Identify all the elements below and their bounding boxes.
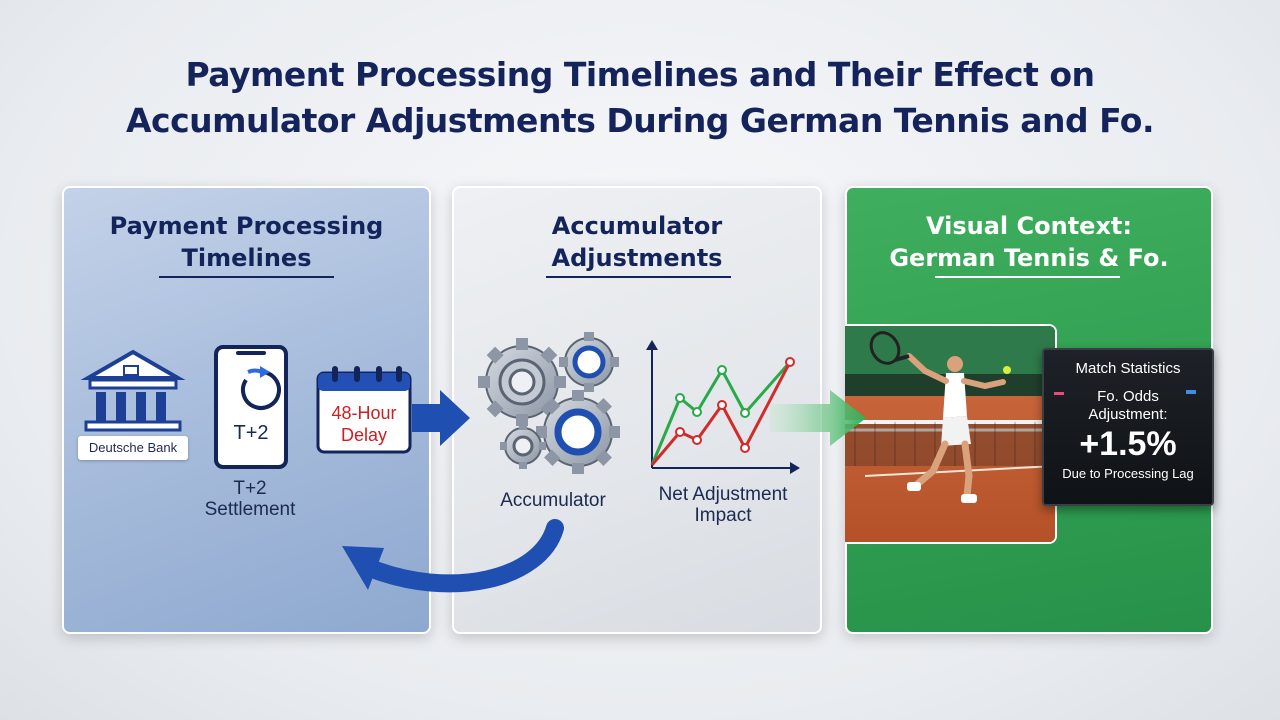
context-title-line2: German Tennis & Fo. [889, 244, 1169, 272]
page-title-line1: Payment Processing Timelines and Their E… [185, 55, 1095, 94]
accumulator-title-line2: Adjustments [551, 244, 723, 272]
net-adjustment-line1: Net Adjustment [658, 484, 788, 505]
context-title-line1: Visual Context: [925, 212, 1132, 240]
accumulator-title-underline [546, 276, 731, 278]
payment-panel-title: Payment Processing Timelines [64, 210, 429, 274]
payment-title-line1: Payment Processing [109, 212, 384, 240]
accumulator-title-line1: Accumulator [551, 212, 723, 240]
settlement-label: T+2 Settlement [200, 478, 300, 520]
bank-label: Deutsche Bank [78, 436, 188, 460]
payment-title-underline [159, 276, 334, 278]
stats-line2: Adjustment: [1088, 406, 1168, 423]
payment-title-line2: Timelines [181, 244, 312, 272]
accumulator-label: Accumulator [500, 490, 606, 511]
calendar-line2: Delay [340, 425, 388, 445]
context-title-underline [935, 276, 1120, 278]
stats-footer: Due to Processing Lag [1062, 466, 1194, 481]
stats-header: Match Statistics [1075, 360, 1181, 377]
stats-value: +1.5% [1079, 425, 1177, 463]
match-statistics-board: Match Statistics Fo. Odds Adjustment: +1… [1042, 348, 1214, 506]
accumulator-panel: Accumulator Adjustments [452, 186, 822, 634]
net-adjustment-label: Net Adjustment Impact [648, 484, 798, 526]
tennis-player-photo [845, 324, 1057, 544]
stats-line1: Fo. Odds [1097, 388, 1159, 405]
calendar-text: 48-Hour Delay [321, 402, 407, 446]
settlement-line2: Settlement [204, 499, 296, 520]
page-title-line2: Accumulator Adjustments During German Te… [125, 101, 1155, 140]
net-adjustment-line2: Impact [694, 505, 752, 526]
page-title: Payment Processing Timelines and Their E… [0, 52, 1280, 144]
context-panel-title: Visual Context: German Tennis & Fo. [847, 210, 1211, 274]
phone-text: T+2 [233, 422, 269, 444]
calendar-line1: 48-Hour [331, 403, 397, 423]
accumulator-panel-title: Accumulator Adjustments [454, 210, 820, 274]
settlement-line1: T+2 [233, 478, 267, 499]
